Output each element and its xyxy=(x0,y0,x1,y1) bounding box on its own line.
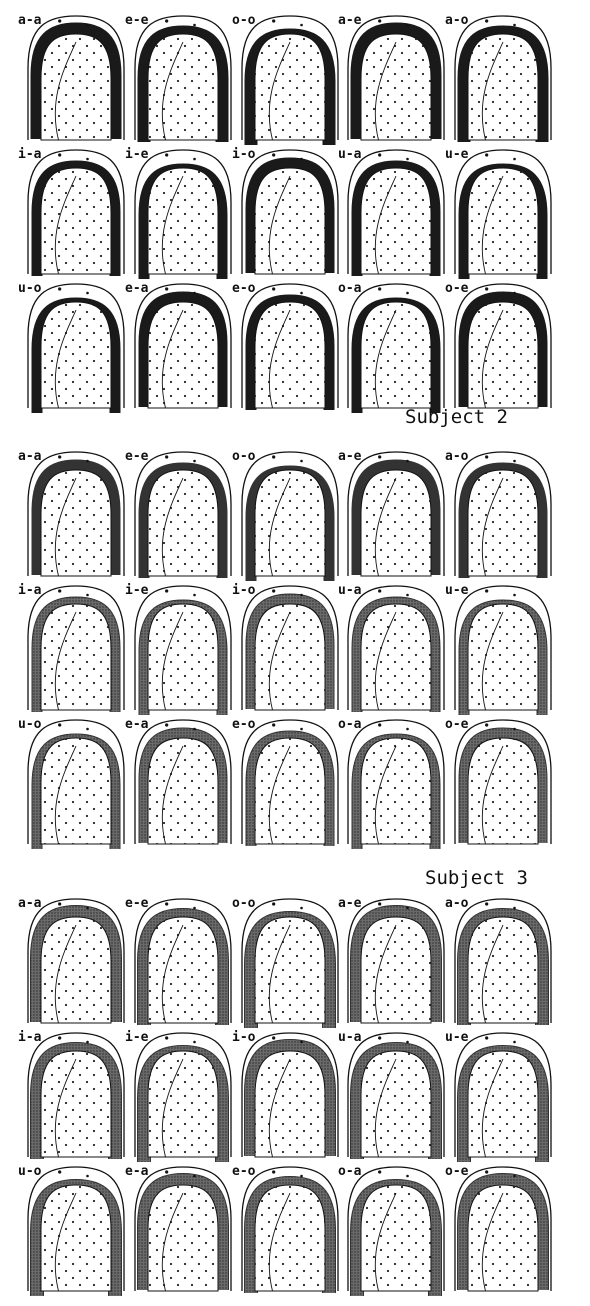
palatogram-panel: e-o xyxy=(232,717,338,846)
palatogram-panel: i-a xyxy=(18,1030,124,1159)
palatogram-panel: e-e xyxy=(125,896,231,1025)
panel-label: i-a xyxy=(18,583,42,598)
panel-label: o-a xyxy=(338,1164,362,1179)
panel-label: o-e xyxy=(445,1164,469,1179)
palatogram-panel: o-a xyxy=(338,717,444,849)
panel-label: e-a xyxy=(125,1164,149,1179)
palatogram-panel: a-e xyxy=(338,449,444,576)
panel-label: o-o xyxy=(232,13,256,28)
palatogram-panel: e-o xyxy=(232,1164,338,1293)
palatogram-panel: a-o xyxy=(445,13,551,142)
panel-label: a-o xyxy=(445,13,469,28)
panel-label: i-a xyxy=(18,1030,42,1045)
panel-label: u-e xyxy=(445,583,469,598)
panel-label: e-a xyxy=(125,281,149,296)
palatogram-panel: u-e xyxy=(445,1030,551,1162)
palatogram-panel: i-o xyxy=(232,147,338,274)
panel-label: o-a xyxy=(338,717,362,732)
panel-label: i-e xyxy=(125,147,149,162)
palatogram-panel: o-o xyxy=(232,896,338,1028)
panel-label: i-o xyxy=(232,1030,256,1045)
palatogram-panel: i-a xyxy=(18,147,124,276)
panel-label: u-e xyxy=(445,147,469,162)
panel-label: a-e xyxy=(338,449,362,464)
panel-label: o-a xyxy=(338,281,362,296)
palatogram-panel: a-a xyxy=(18,449,124,576)
palatogram-panel: u-a xyxy=(338,583,444,712)
panel-label: e-a xyxy=(125,717,149,732)
palatogram-panel: u-o xyxy=(18,717,124,849)
palatogram-panel: i-a xyxy=(18,583,124,712)
palatogram-panel: a-o xyxy=(445,449,551,578)
palatogram-panel: i-e xyxy=(125,1030,231,1162)
palatogram-panel: e-a xyxy=(125,1164,231,1291)
panel-label: a-o xyxy=(445,449,469,464)
palatogram-panel: u-a xyxy=(338,147,444,276)
panel-label: a-a xyxy=(18,13,42,28)
palatogram-panel: a-a xyxy=(18,896,124,1023)
palatogram-panel: e-a xyxy=(125,717,231,844)
panel-label: o-e xyxy=(445,281,469,296)
panel-label: e-e xyxy=(125,449,149,464)
panel-label: o-e xyxy=(445,717,469,732)
palatogram-panel: e-a xyxy=(125,281,231,408)
panel-label: e-o xyxy=(232,1164,256,1179)
palatogram-panel: u-e xyxy=(445,147,551,279)
panel-label: e-e xyxy=(125,896,149,911)
panel-label: a-e xyxy=(338,13,362,28)
palatogram-panel: o-e xyxy=(445,1164,551,1291)
panel-label: i-e xyxy=(125,1030,149,1045)
panel-label: u-o xyxy=(18,717,42,732)
palatogram-panel: u-e xyxy=(445,583,551,715)
palatogram-panel: o-e xyxy=(445,717,551,844)
palatogram-panel: u-a xyxy=(338,1030,444,1159)
panel-label: i-a xyxy=(18,147,42,162)
panel-label: a-a xyxy=(18,896,42,911)
palatogram-panel: o-o xyxy=(232,449,338,581)
palatogram-panel: i-e xyxy=(125,147,231,279)
palatogram-panel: e-o xyxy=(232,281,338,410)
palatogram-panel: o-a xyxy=(338,1164,444,1296)
palatogram-panel: u-o xyxy=(18,1164,124,1296)
panel-label: o-o xyxy=(232,449,256,464)
panel-label: i-e xyxy=(125,583,149,598)
palatogram-panel: i-o xyxy=(232,1030,338,1157)
panel-label: a-a xyxy=(18,449,42,464)
palatogram-panel: e-e xyxy=(125,13,231,142)
panel-label: a-o xyxy=(445,896,469,911)
panel-label: u-a xyxy=(338,147,362,162)
palatogram-panel: o-o xyxy=(232,13,338,145)
panel-label: u-e xyxy=(445,1030,469,1045)
palatogram-panel: i-e xyxy=(125,583,231,715)
subject-3-caption: Subject 3 xyxy=(425,867,528,889)
panel-label: e-o xyxy=(232,717,256,732)
palatogram-panel: o-e xyxy=(445,281,551,408)
panel-label: u-a xyxy=(338,1030,362,1045)
palatogram-panel: a-o xyxy=(445,896,551,1025)
palatogram-panel: u-o xyxy=(18,281,124,413)
panel-label: e-o xyxy=(232,281,256,296)
panel-label: o-o xyxy=(232,896,256,911)
panel-label: u-o xyxy=(18,1164,42,1179)
panel-label: a-e xyxy=(338,896,362,911)
palatogram-panel: a-a xyxy=(18,13,124,140)
panel-label: u-a xyxy=(338,583,362,598)
palatogram-panel: a-e xyxy=(338,13,444,140)
palatogram-panel: a-e xyxy=(338,896,444,1023)
palatogram-panel: o-a xyxy=(338,281,444,413)
panel-label: i-o xyxy=(232,583,256,598)
panel-label: e-e xyxy=(125,13,149,28)
palatogram-panel: e-e xyxy=(125,449,231,578)
palatogram-panel: i-o xyxy=(232,583,338,710)
panel-label: i-o xyxy=(232,147,256,162)
subject-2-caption: Subject 2 xyxy=(405,406,508,428)
panel-label: u-o xyxy=(18,281,42,296)
